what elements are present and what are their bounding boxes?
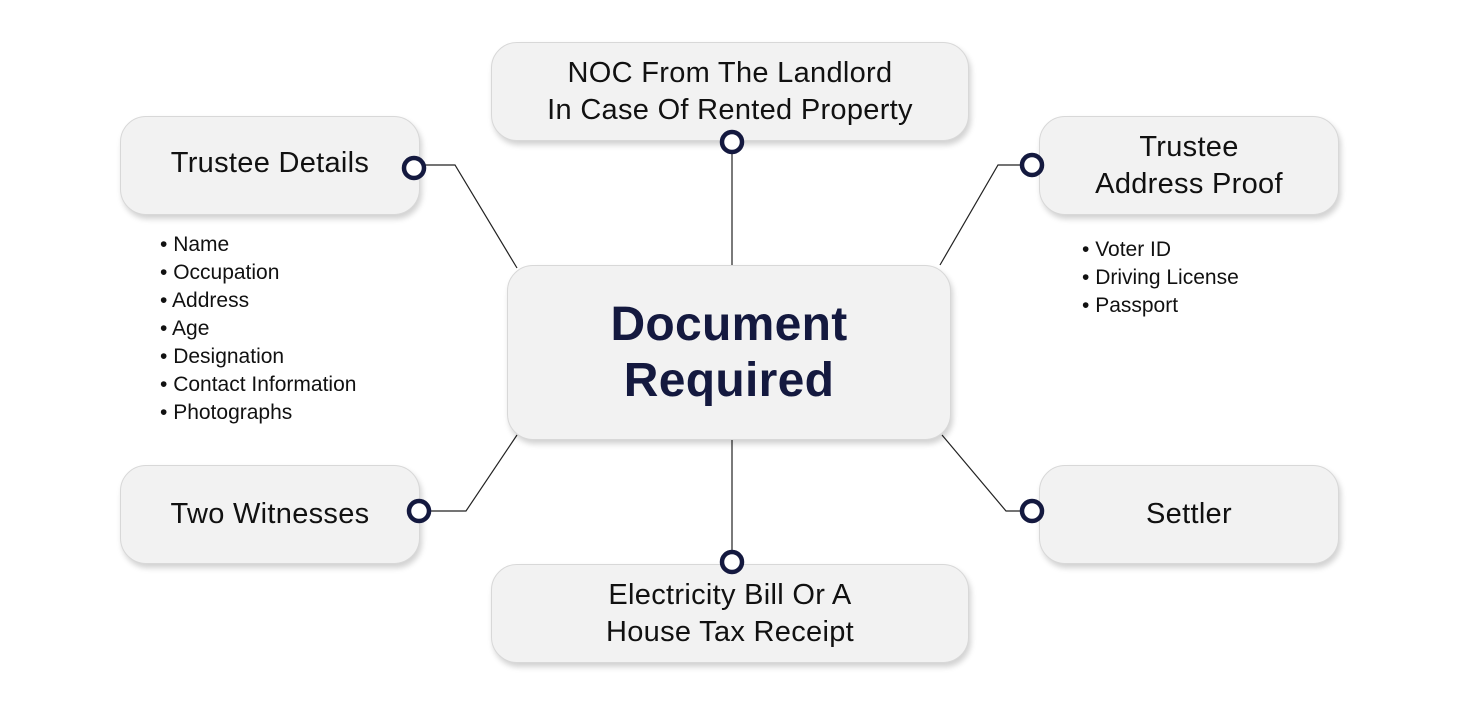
list-item: Passport <box>1082 292 1239 320</box>
node-noc: NOC From The Landlord In Case Of Rented … <box>491 42 969 141</box>
list-item: Address <box>160 287 356 315</box>
list-item: Contact Information <box>160 371 356 399</box>
node-trustee-details: Trustee Details <box>120 116 420 215</box>
center-title-line1: Document <box>610 297 848 351</box>
trustee-address-line2: Address Proof <box>1095 167 1283 200</box>
node-settler: Settler <box>1039 465 1339 564</box>
list-item: Designation <box>160 343 356 371</box>
electricity-line2: House Tax Receipt <box>606 615 854 648</box>
trustee-details-label: Trustee Details <box>170 147 370 179</box>
trustee-address-list: Voter ID Driving License Passport <box>1082 236 1239 320</box>
node-electricity: Electricity Bill Or A House Tax Receipt <box>491 564 969 663</box>
connector-dot-icon <box>1019 498 1045 524</box>
trustee-details-list: Name Occupation Address Age Designation … <box>160 231 356 427</box>
connector-two-witnesses <box>429 434 518 512</box>
connector-dot-icon <box>1019 152 1045 178</box>
noc-line2: In Case Of Rented Property <box>547 93 913 126</box>
connector-settler <box>941 434 1022 512</box>
center-title-line2: Required <box>623 353 835 407</box>
connector-dot-icon <box>401 155 427 181</box>
list-item: Voter ID <box>1082 236 1239 264</box>
noc-line1: NOC From The Landlord <box>567 56 893 89</box>
connector-dot-icon <box>719 129 745 155</box>
electricity-line1: Electricity Bill Or A <box>608 578 852 611</box>
connector-dot-icon <box>406 498 432 524</box>
two-witnesses-label: Two Witnesses <box>170 498 370 530</box>
list-item: Photographs <box>160 399 356 427</box>
list-item: Driving License <box>1082 264 1239 292</box>
connector-dot-icon <box>719 549 745 575</box>
settler-label: Settler <box>1146 498 1232 530</box>
node-trustee-address-proof: Trustee Address Proof <box>1039 116 1339 215</box>
trustee-address-line1: Trustee <box>1139 130 1239 163</box>
center-node: Document Required <box>507 265 951 440</box>
list-item: Name <box>160 231 356 259</box>
connector-trustee-details <box>424 164 518 269</box>
node-two-witnesses: Two Witnesses <box>120 465 420 564</box>
list-item: Age <box>160 315 356 343</box>
list-item: Occupation <box>160 259 356 287</box>
